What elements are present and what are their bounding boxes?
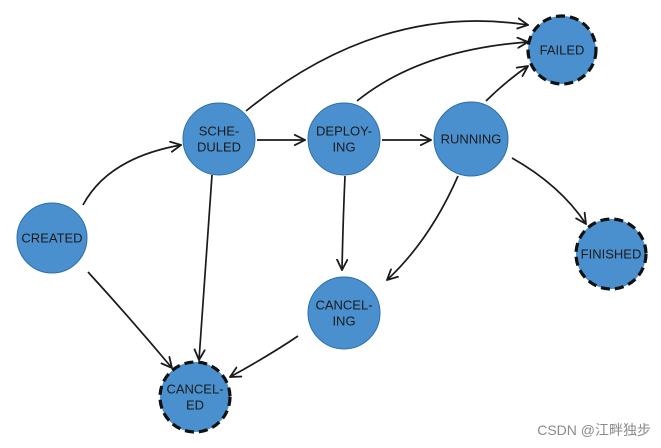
arrow-scheduled-canceled <box>199 174 213 360</box>
state-label-running: RUNNING <box>441 132 502 147</box>
state-running: RUNNING <box>433 101 509 177</box>
state-label-finished: FINISHED <box>581 247 642 262</box>
state-canceling: CANCEL-ING <box>307 276 381 350</box>
state-label-canceling: CANCEL- <box>315 298 372 313</box>
states-layer: CREATEDSCHE-DULEDDEPLOY-INGRUNNINGCANCEL… <box>16 14 648 434</box>
state-circle-failed <box>526 14 598 86</box>
state-deploying: DEPLOY-ING <box>307 102 381 176</box>
state-circle-canceling <box>307 276 381 350</box>
state-label-scheduled: SCHE- <box>199 124 239 139</box>
state-circle-finished <box>574 217 648 291</box>
arrow-created-canceled <box>87 271 172 368</box>
arrow-running-finished <box>511 157 586 224</box>
arrow-deploying-canceling <box>342 175 345 270</box>
state-label-scheduled: DULED <box>197 140 241 155</box>
state-circle-scheduled <box>182 102 256 176</box>
transitions-layer <box>82 21 586 377</box>
state-label-canceling: ING <box>332 314 355 329</box>
state-scheduled: SCHE-DULED <box>182 102 256 176</box>
arrow-running-failed <box>485 66 528 102</box>
arrow-created-scheduled <box>82 145 181 206</box>
state-label-created: CREATED <box>21 231 82 246</box>
state-label-canceled: ED <box>186 398 204 413</box>
state-label-deploying: DEPLOY- <box>316 124 372 139</box>
arrow-canceling-canceled <box>230 335 299 377</box>
state-canceled: CANCEL-ED <box>158 360 232 434</box>
state-circle-running <box>433 101 509 177</box>
state-label-failed: FAILED <box>540 43 585 58</box>
arrow-running-canceling <box>387 175 459 280</box>
state-circle-deploying <box>307 102 381 176</box>
state-label-deploying: ING <box>332 140 355 155</box>
watermark: CSDN @江畔独步 <box>537 422 651 438</box>
arrow-deploying-failed <box>356 42 528 102</box>
arrow-scheduled-failed <box>245 21 528 112</box>
state-created: CREATED <box>16 202 88 274</box>
state-circle-created <box>16 202 88 274</box>
state-failed: FAILED <box>526 14 598 86</box>
state-circle-canceled <box>158 360 232 434</box>
state-finished: FINISHED <box>574 217 648 291</box>
state-label-canceled: CANCEL- <box>166 382 223 397</box>
